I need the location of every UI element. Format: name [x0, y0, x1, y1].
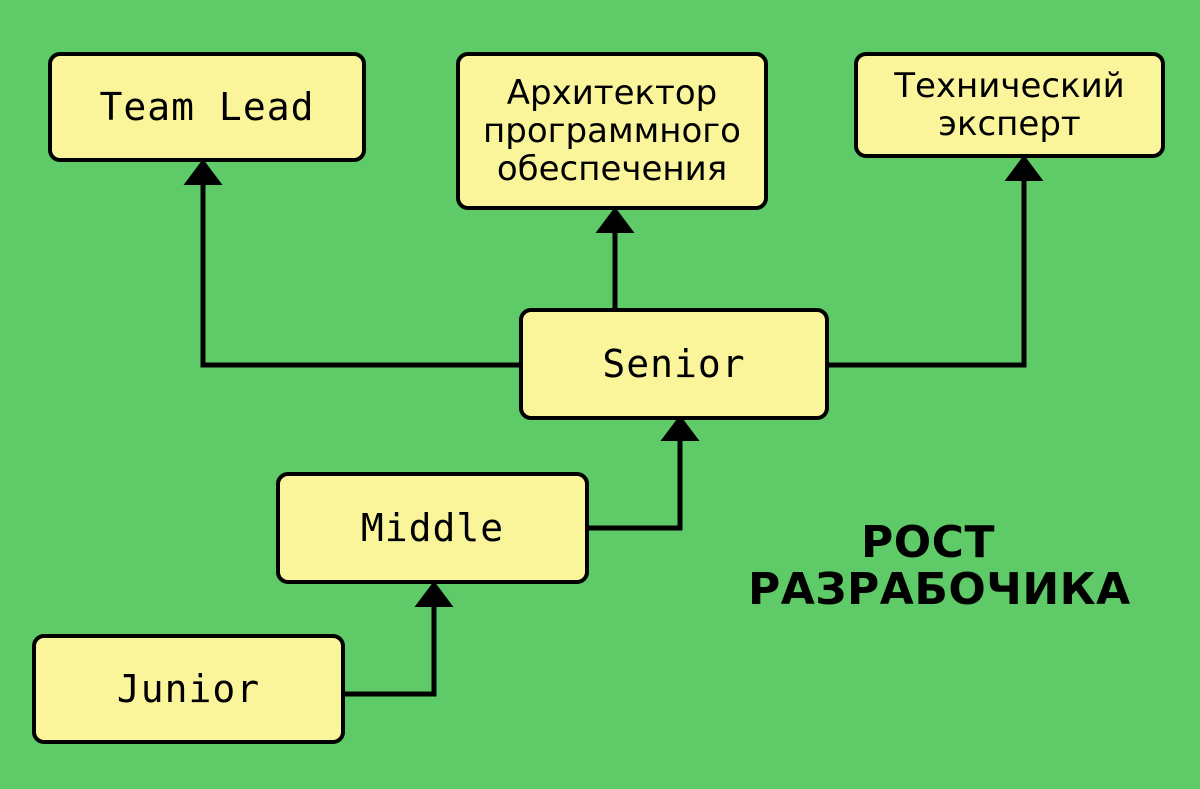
node-tech-expert[interactable]: Технический эксперт	[854, 52, 1165, 158]
node-senior[interactable]: Senior	[519, 308, 829, 420]
diagram-caption: РОСТ РАЗРАБОЧИКА	[748, 517, 1131, 616]
node-junior-label: Junior	[116, 666, 261, 711]
node-team-lead[interactable]: Team Lead	[48, 52, 366, 162]
diagram-caption-text: РОСТ РАЗРАБОЧИКА	[748, 517, 1131, 616]
node-team-lead-label: Team Lead	[99, 84, 315, 129]
node-architect-label: Архитектор программного обеспечения	[483, 72, 741, 190]
node-senior-label: Senior	[602, 341, 746, 386]
edge-senior-to-team-lead	[183, 159, 519, 368]
edge-middle-to-senior	[589, 415, 700, 531]
node-tech-expert-label: Технический эксперт	[894, 65, 1125, 144]
edge-senior-to-tech-expert	[829, 155, 1044, 368]
edge-junior-to-middle	[345, 581, 454, 697]
node-middle-label: Middle	[360, 505, 505, 550]
node-architect[interactable]: Архитектор программного обеспечения	[456, 52, 768, 210]
node-junior[interactable]: Junior	[32, 634, 345, 744]
node-middle[interactable]: Middle	[276, 472, 589, 584]
